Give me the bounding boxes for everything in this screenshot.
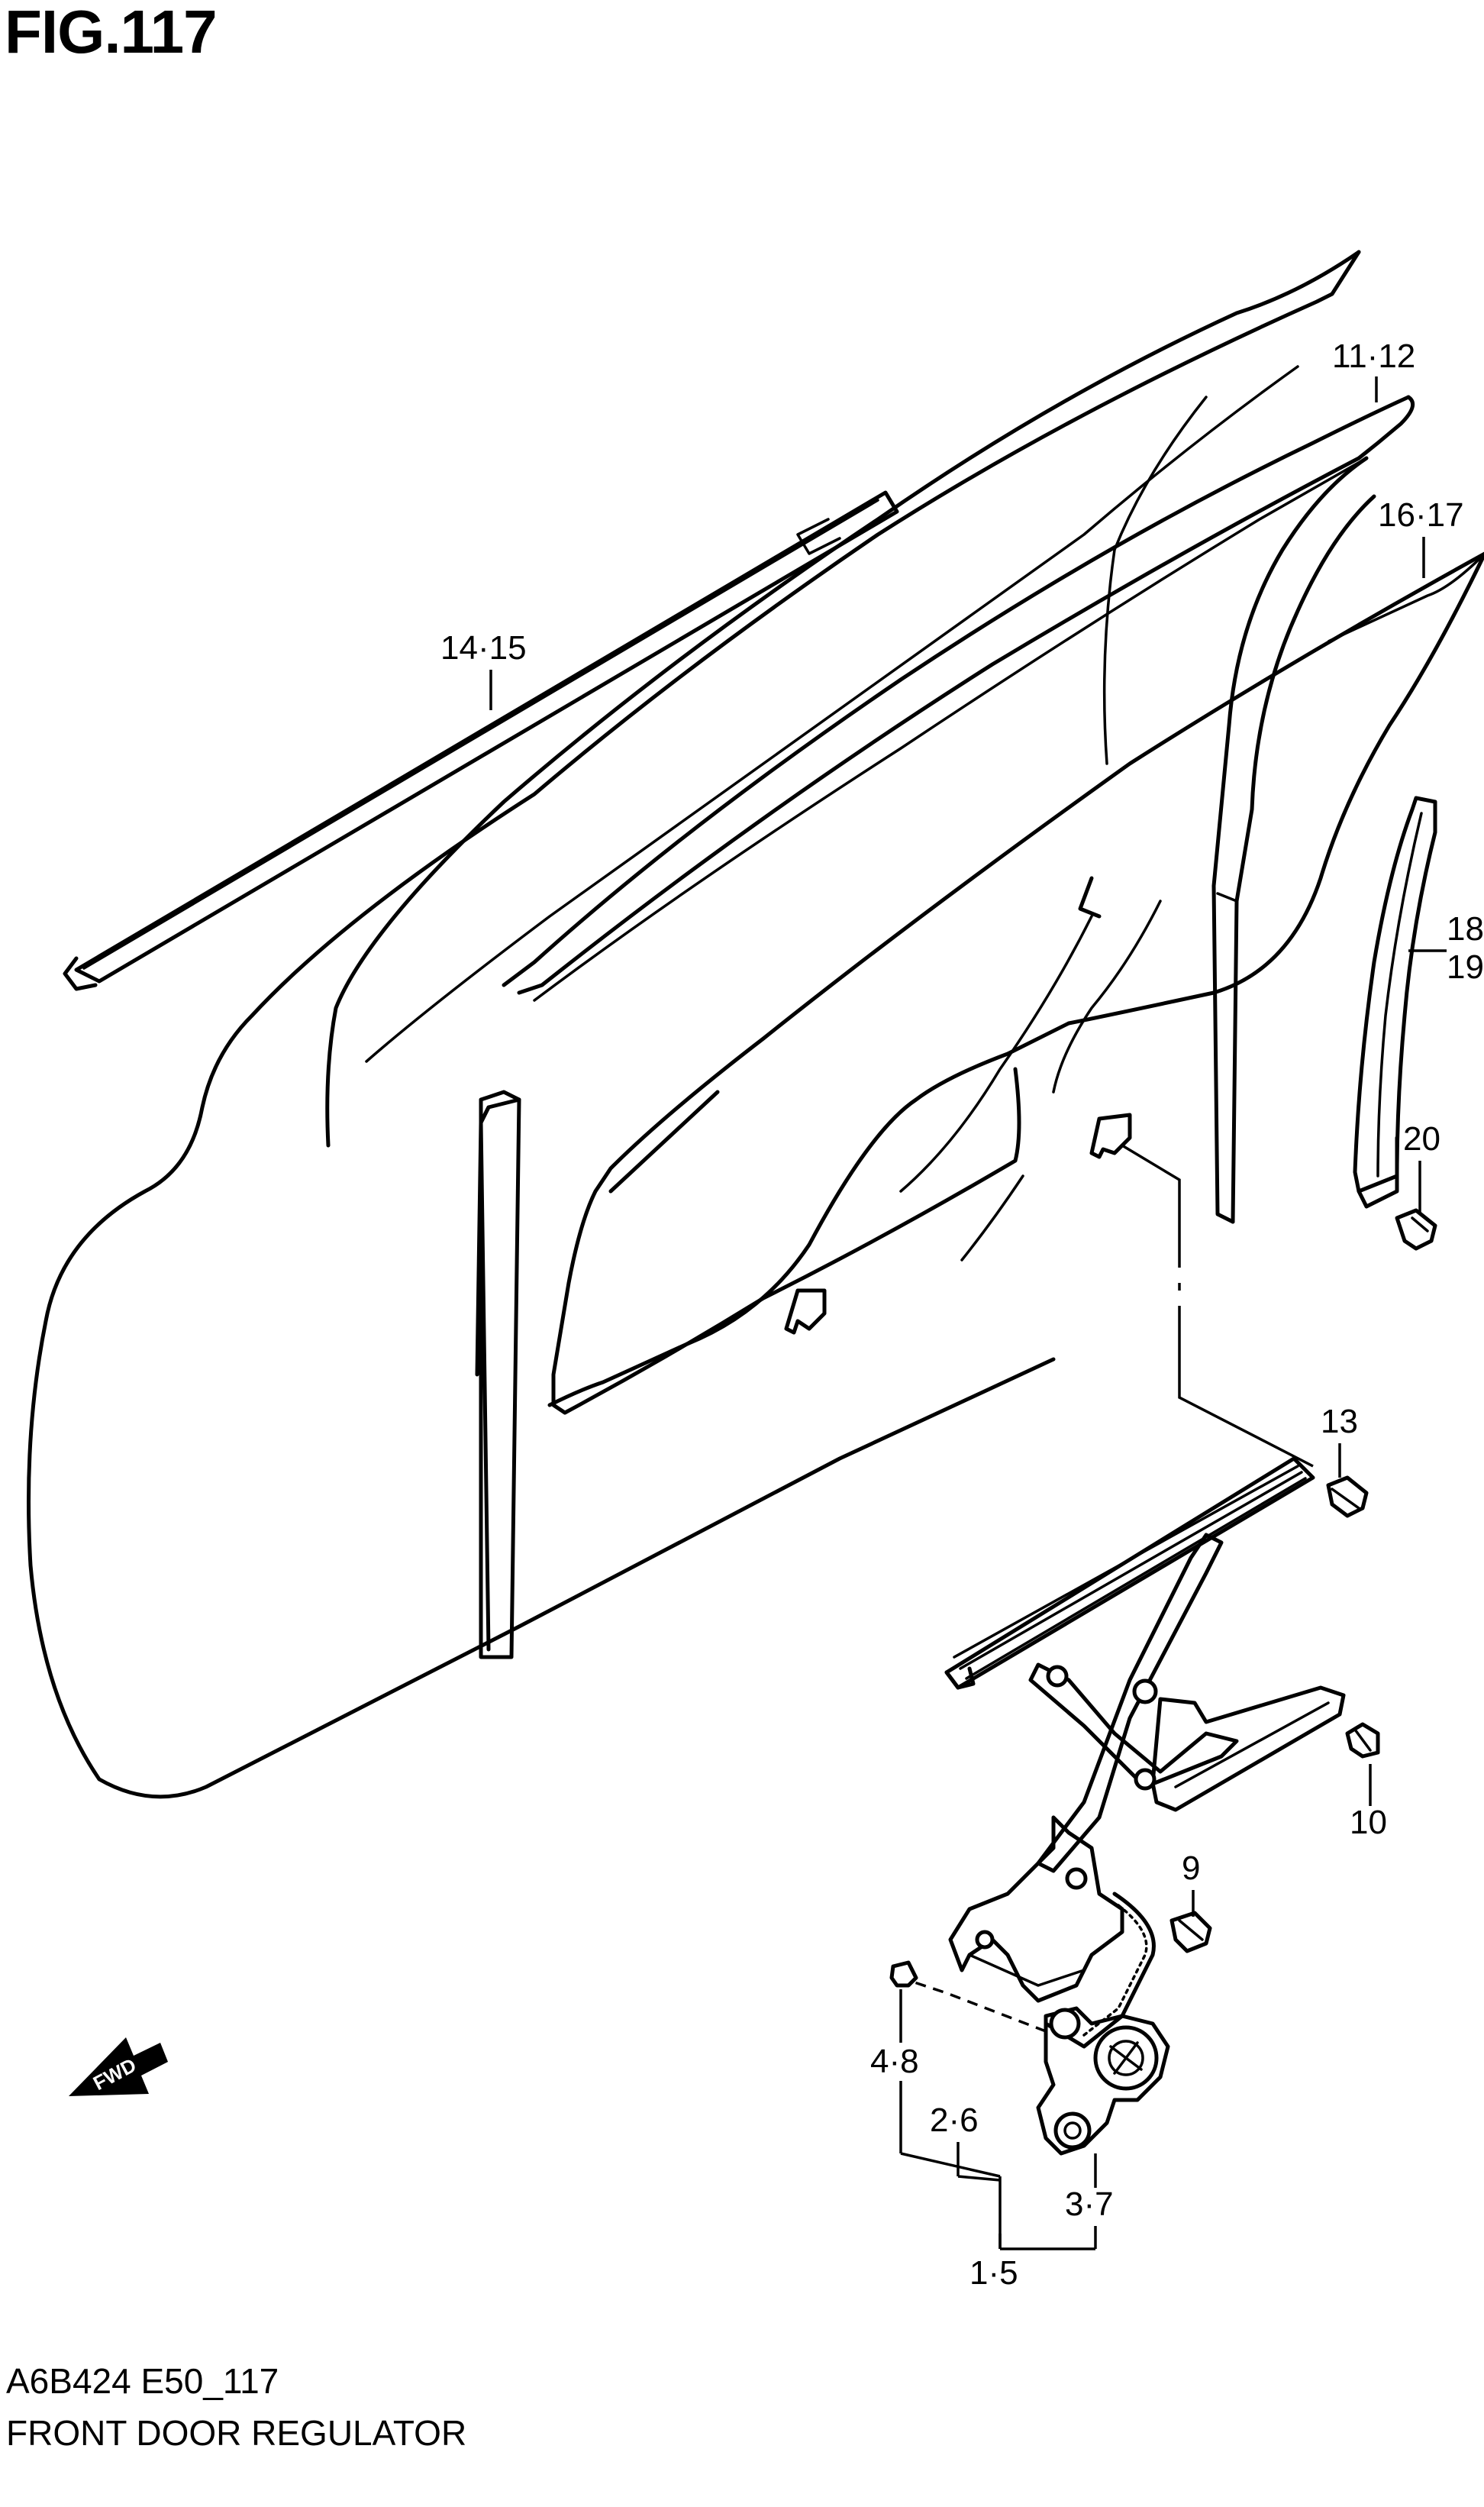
door-glass <box>547 551 1484 1415</box>
callout-19: 19 <box>1447 948 1484 986</box>
glass-bracket-front <box>784 1288 827 1335</box>
callout-16-17: 16·17 <box>1378 496 1464 534</box>
glass-regulator-leader <box>1121 1144 1314 1468</box>
bolt-13 <box>1326 1475 1369 1518</box>
regulator-motor <box>1036 2006 1170 2156</box>
callout-2-6: 2·6 <box>930 2102 979 2139</box>
bolt-4-8 <box>889 1960 918 1988</box>
fwd-direction-arrow: FWD <box>69 2037 168 2096</box>
callout-11-12: 11·12 <box>1332 338 1416 375</box>
window-regulator <box>944 1456 1346 2049</box>
callout-1-5: 1·5 <box>969 2254 1018 2292</box>
callout-14-15: 14·15 <box>440 629 527 667</box>
callout-leaders <box>489 376 1447 2250</box>
callout-13: 13 <box>1321 1403 1358 1440</box>
callout-10: 10 <box>1350 1804 1387 1841</box>
callout-9: 9 <box>1182 1850 1201 1887</box>
door-sash-channel <box>475 395 1415 1659</box>
belt-molding-outer <box>63 490 899 991</box>
door-panel <box>27 250 1361 1799</box>
bolt-10 <box>1345 1722 1380 1759</box>
callout-4-8: 4·8 <box>870 2043 919 2080</box>
bolt-9 <box>1169 1911 1212 1953</box>
motor-leader-dashed <box>911 1980 1047 2033</box>
callout-20: 20 <box>1403 1120 1440 1158</box>
bolt-20 <box>1395 1208 1437 1251</box>
callout-18: 18 <box>1447 910 1484 948</box>
figure-title: FIG.117 <box>5 0 218 66</box>
callout-3-7: 3·7 <box>1065 2186 1114 2223</box>
figure-name: FRONT DOOR REGULATOR <box>6 2413 467 2453</box>
rear-glass-channel <box>1353 796 1437 1209</box>
figure-code: A6B424 E50_117 <box>6 2361 279 2401</box>
glass-bracket-rear <box>1089 1113 1132 1159</box>
